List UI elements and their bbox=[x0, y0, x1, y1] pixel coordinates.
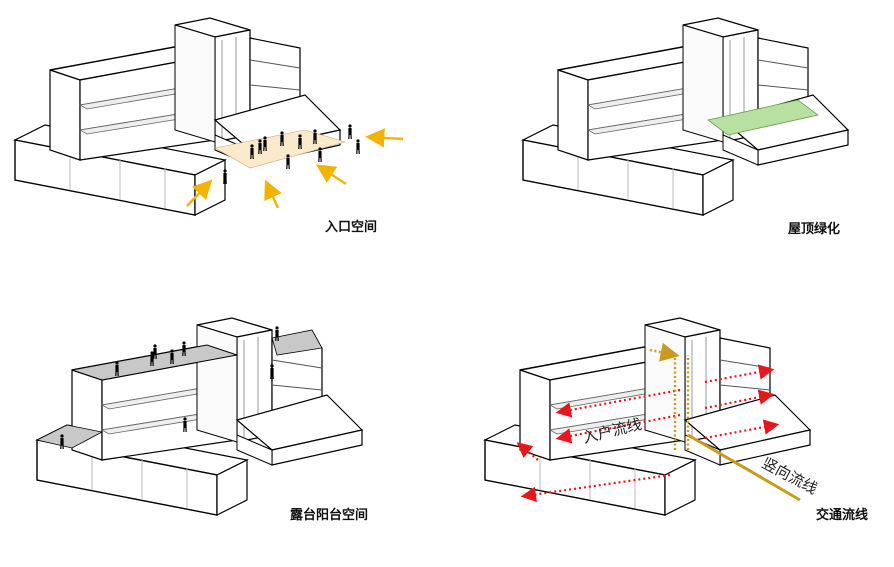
terrace-podium bbox=[35, 424, 104, 449]
caption-circulation: 交通流线 bbox=[816, 508, 869, 523]
terrace-top bbox=[71, 344, 238, 381]
entrance-diagram bbox=[14, 17, 404, 216]
arrow-icons bbox=[186, 128, 404, 209]
panel-roof-greening: 屋顶绿化 bbox=[508, 0, 894, 267]
entrance-highlight bbox=[214, 129, 347, 169]
terrace-diagram bbox=[35, 317, 363, 516]
green-roof bbox=[707, 99, 819, 136]
horizontal-flow-lines bbox=[516, 364, 780, 503]
vertical-entry-path bbox=[687, 433, 801, 502]
terrace-wing bbox=[271, 329, 323, 356]
circulation-diagram bbox=[484, 317, 811, 516]
panel-entrance-space: 入口空间 bbox=[0, 0, 447, 267]
panel-circulation: 入户流线 竖向流线 交通流线 bbox=[470, 300, 894, 567]
roof-greening-diagram bbox=[522, 17, 849, 216]
panel-terrace-space: 露台阳台空间 bbox=[22, 300, 469, 567]
caption-entrance: 入口空间 bbox=[325, 220, 378, 235]
caption-roof: 屋顶绿化 bbox=[788, 222, 841, 237]
caption-terrace: 露台阳台空间 bbox=[290, 508, 369, 523]
